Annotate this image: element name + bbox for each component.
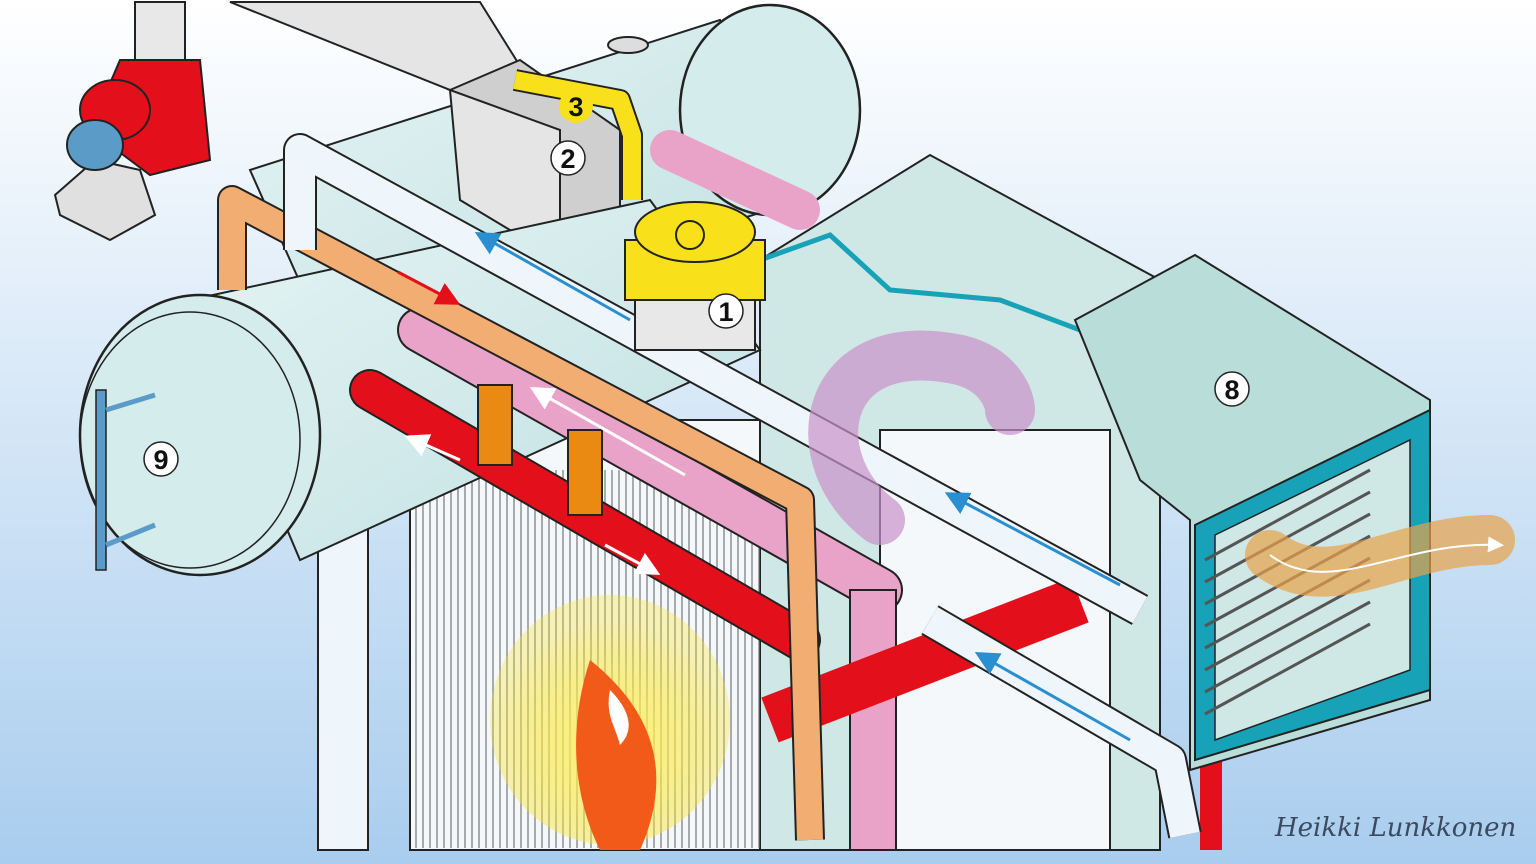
arrow-return-1 — [944, 492, 1121, 587]
orange-feed-pipe — [219, 187, 823, 841]
flow-arrows — [397, 232, 1515, 742]
artist-signature: Heikki Lunkkonen — [1274, 813, 1516, 843]
exhaust-flow — [1245, 515, 1515, 597]
pink-downcomer — [849, 589, 897, 851]
svg-text:3: 3 — [568, 92, 583, 122]
label-1: 1 — [708, 293, 744, 329]
svg-text:1: 1 — [718, 297, 733, 327]
arrow-red-out — [604, 543, 661, 575]
orange-riser-2 — [567, 429, 603, 516]
fuel-pipe — [513, 71, 641, 200]
label-9: 9 — [143, 441, 179, 477]
red-outlet — [1200, 760, 1222, 850]
burner-flame — [490, 595, 730, 850]
red-lower-header — [761, 577, 1089, 743]
pink-upper-pipe — [650, 130, 820, 230]
orange-riser-1 — [477, 384, 513, 466]
label-3: 3 — [559, 89, 593, 123]
level-gauge — [95, 389, 156, 571]
arrow-return-2 — [974, 652, 1131, 742]
label-8: 8 — [1214, 371, 1250, 407]
label-2: 2 — [550, 140, 586, 176]
economizer-tube — [1204, 468, 1371, 562]
svg-text:9: 9 — [153, 445, 168, 475]
svg-text:2: 2 — [560, 144, 575, 174]
white-return-pipe — [922, 607, 1200, 838]
svg-text:8: 8 — [1224, 375, 1239, 405]
arrow-pink — [529, 387, 686, 477]
flue-gas-flow — [808, 330, 1035, 545]
arrow-red-header — [404, 434, 461, 462]
economizer-tube — [1204, 622, 1371, 716]
arrow-feed — [397, 270, 461, 305]
economizer-tube — [1204, 600, 1371, 694]
burner-assembly — [624, 201, 766, 351]
arrow-steam-left — [474, 232, 631, 322]
blower-fan — [53, 1, 212, 242]
